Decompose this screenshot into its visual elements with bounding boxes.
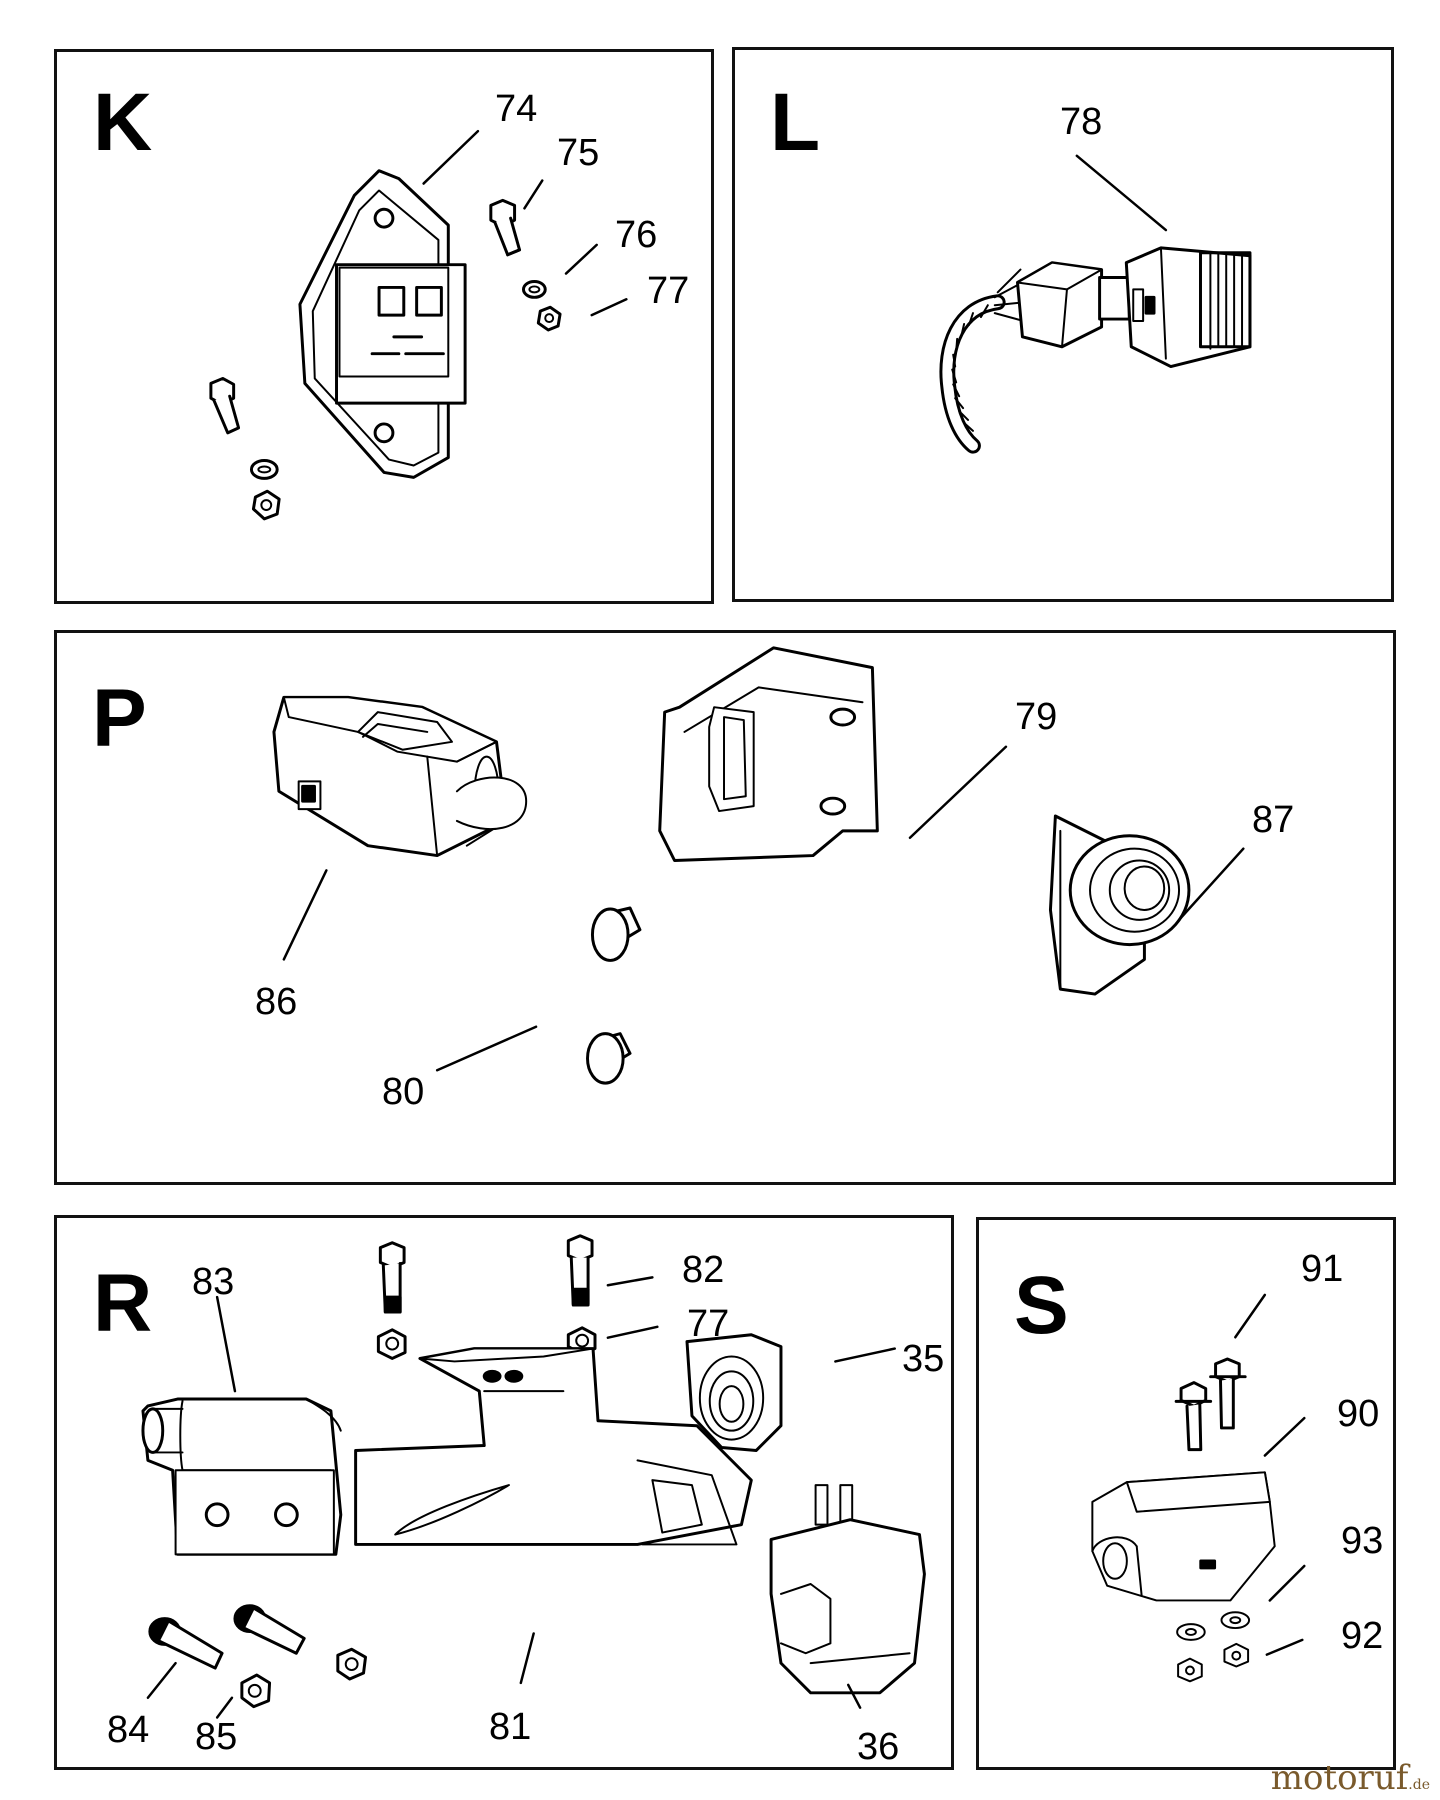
callout-77-r: 77	[687, 1303, 730, 1345]
callout-77: 77	[647, 270, 690, 312]
panel-letter-p: P	[92, 673, 147, 764]
callout-74: 74	[495, 88, 538, 130]
callout-79: 79	[1015, 696, 1058, 738]
callout-84: 84	[107, 1709, 150, 1751]
callout-93: 93	[1341, 1520, 1384, 1562]
callout-36: 36	[857, 1726, 900, 1768]
plunger-switch-hardware-drawing	[1091, 1293, 1306, 1683]
callout-86: 86	[255, 981, 298, 1023]
callout-83: 83	[192, 1261, 235, 1303]
panel-letter-s: S	[1014, 1260, 1069, 1351]
callout-76: 76	[615, 214, 658, 256]
callout-87: 87	[1252, 799, 1295, 841]
panel-s: S 91 90 93 92	[976, 1217, 1396, 1770]
watermark-suffix: .de	[1408, 1777, 1430, 1793]
callout-85: 85	[195, 1716, 238, 1758]
panel-k: K 74 75 76 77	[54, 49, 714, 604]
outlet-receptacle-drawing	[209, 129, 628, 521]
callout-91: 91	[1301, 1248, 1344, 1290]
panel-l: L 78	[732, 47, 1394, 602]
panel-letter-r: R	[93, 1258, 153, 1349]
callout-82: 82	[682, 1249, 725, 1291]
callout-35: 35	[902, 1338, 945, 1380]
callout-75: 75	[557, 132, 600, 174]
callout-92: 92	[1341, 1615, 1384, 1657]
panel-r: R	[54, 1215, 954, 1770]
callout-90: 90	[1337, 1393, 1380, 1435]
switch-bracket-drawing	[272, 646, 1245, 1085]
wire-harness-connector-drawing	[939, 154, 1252, 454]
panel-letter-l: L	[770, 77, 821, 168]
watermark-text: motoruf	[1270, 1758, 1409, 1798]
panel-p: P 79 87 86	[54, 630, 1396, 1185]
switch-bracket-hardware-drawing	[141, 1234, 926, 1719]
callout-81: 81	[489, 1706, 532, 1748]
callout-78: 78	[1060, 101, 1103, 143]
panel-letter-k: K	[93, 77, 153, 168]
callout-80: 80	[382, 1071, 425, 1113]
site-watermark: motoruf.de	[1271, 1758, 1430, 1798]
